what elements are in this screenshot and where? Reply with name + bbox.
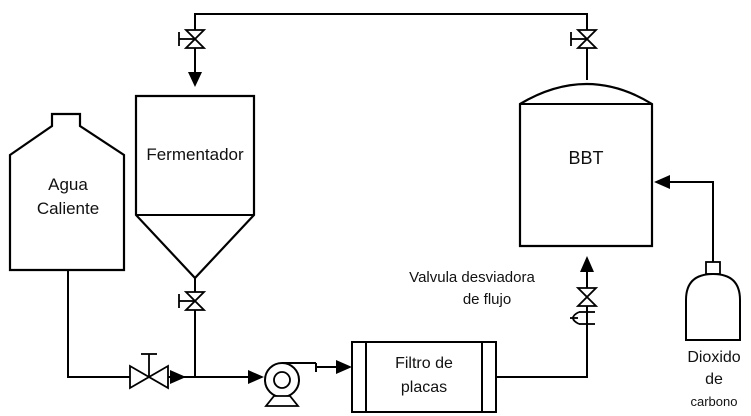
top-transfer-pipe (194, 13, 588, 80)
hot-water-label-line2: Caliente (37, 199, 99, 218)
diverter-label-line1: Valvula desviadora (409, 269, 535, 286)
header-flow-arrow-icon (170, 370, 186, 384)
co2-supply-pipe (668, 181, 714, 266)
bbt-inlet-arrow-icon (580, 256, 594, 272)
co2-arrow-icon (654, 175, 670, 189)
hot-water-control-valve-icon (129, 353, 169, 390)
flow-diverter-valve-icon (570, 287, 599, 325)
plate-filter (351, 341, 497, 413)
filter-label-line2: placas (401, 379, 447, 396)
diverter-label-line2: de flujo (463, 291, 511, 308)
pump-inlet-arrow-icon (248, 370, 264, 384)
fermenter-vessel (134, 94, 256, 280)
co2-label-line3: carbono (691, 394, 738, 409)
fermenter-inlet-arrow-icon (188, 72, 202, 87)
hot-water-tank (8, 112, 126, 272)
fermenter-label: Fermentador (146, 145, 244, 164)
bbt-inlet-valve-icon (570, 29, 599, 49)
fermenter-outlet-valve-icon (178, 291, 207, 311)
hot-water-label-line1: Agua (48, 175, 88, 194)
filter-label-line1: Filtro de (395, 355, 453, 372)
fermenter-inlet-valve-icon (178, 29, 207, 49)
filter-inlet-arrow-icon (336, 360, 352, 374)
co2-label-line2: de (705, 371, 723, 388)
pump-icon (264, 362, 317, 407)
co2-cylinder (685, 261, 741, 341)
bbt-label: BBT (568, 148, 603, 168)
hot-water-outlet-pipe (67, 270, 262, 378)
co2-label-line1: Dioxido (687, 349, 740, 366)
